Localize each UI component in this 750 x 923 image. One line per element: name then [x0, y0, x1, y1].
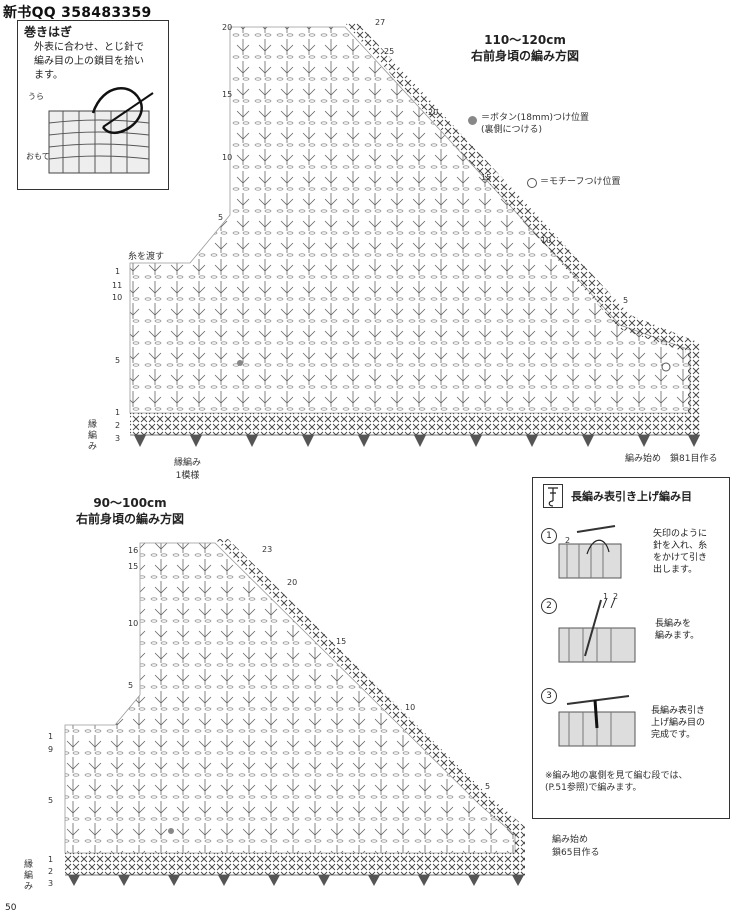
- row-number: 10: [222, 153, 233, 162]
- diagram1-start-label: 編み始め 鎖81目作る: [625, 454, 718, 464]
- row-number: 5: [115, 356, 121, 365]
- step2-illustration: [558, 597, 636, 663]
- row-number: 1: [48, 732, 54, 741]
- pattern-label: 縁編み 1模様: [174, 458, 202, 481]
- row-number: 5: [218, 213, 224, 222]
- diagram2-start-label: 編み始め 鎖65目作る: [552, 835, 600, 858]
- row-number: 11: [112, 281, 123, 290]
- diagram2-name: 右前身頃の編み方図: [75, 512, 184, 526]
- row-number: 15: [128, 562, 139, 571]
- technique-title: 巻きはぎ: [24, 25, 73, 39]
- edge-row: 2: [115, 421, 121, 430]
- step3-illustration: [558, 695, 636, 747]
- edge-label-1: 縁編み: [88, 420, 98, 452]
- button-marker: [237, 360, 243, 366]
- diagram2-title: 90〜100cm 右前身頃の編み方図: [70, 495, 190, 527]
- row-number: 1: [115, 267, 121, 276]
- step1-text: 矢印のように 針を入れ、糸 をかけて引き 出します。: [653, 529, 708, 575]
- row-number: 5: [48, 796, 54, 805]
- motif-marker: [661, 362, 671, 372]
- motif-position-icon: [527, 178, 537, 188]
- diagram2-size: 90〜100cm: [93, 496, 167, 510]
- stitch-note: ※編み地の裏側を見て編む段では、 (P.51参照)で編みます。: [545, 771, 688, 793]
- thread-note: 糸を渡す: [128, 252, 165, 262]
- row-number: 5: [623, 296, 629, 305]
- edge-label-2: 縁編み: [24, 860, 34, 892]
- row-number: 16: [128, 546, 139, 555]
- row-number: 10: [128, 619, 139, 628]
- row-number: 20: [222, 23, 233, 32]
- stitch-title: 長編み表引き上げ編み目: [571, 490, 692, 503]
- label-ura: うら: [28, 92, 44, 101]
- step-number: 1: [541, 528, 557, 544]
- row-number: 15: [481, 173, 492, 182]
- edge-row: 2: [48, 867, 54, 876]
- row-number: 20: [428, 108, 439, 117]
- row-number: 27: [375, 18, 386, 27]
- edge-row: 3: [115, 434, 121, 443]
- button-marker: [168, 828, 174, 834]
- label-omote: おもて: [26, 152, 50, 161]
- row-number: 25: [384, 47, 395, 56]
- technique-description: 外表に合わせ、とじ針で 編み目の上の鎖目を拾い ます。: [34, 42, 144, 81]
- diagram1-name: 右前身頃の編み方図: [470, 49, 579, 63]
- row-number: 10: [405, 703, 416, 712]
- row-number: 9: [48, 745, 54, 754]
- diagram1-chart: [129, 23, 700, 447]
- row-number: 23: [262, 545, 273, 554]
- step2-text: 長編みを 編みます。: [655, 619, 700, 641]
- step-number: 3: [541, 688, 557, 704]
- row-number: 15: [336, 637, 347, 646]
- whip-stitch-illustration: [48, 87, 154, 174]
- diagram1-title: 110〜120cm 右前身頃の編み方図: [470, 32, 580, 64]
- row-number: 10: [112, 293, 123, 302]
- stitch-explanation-box: 長編み表引き上げ編み目 1 2 矢印のように 針を入れ、糸 をかけて引き 出しま…: [532, 477, 730, 819]
- row-number: 5: [485, 782, 491, 791]
- row-number: 5: [128, 681, 134, 690]
- stitch-symbol-icon: [543, 484, 563, 508]
- technique-box: 巻きはぎ 外表に合わせ、とじ針で 編み目の上の鎖目を拾い ます。 うら おもて: [17, 20, 169, 190]
- step2-label-b: 2: [613, 592, 619, 601]
- diagram2-chart: [64, 539, 525, 886]
- step3-text: 長編み表引き 上げ編み目の 完成です。: [651, 706, 706, 740]
- row-number: 10: [541, 236, 552, 245]
- row-number: 20: [287, 578, 298, 587]
- step2-label-a: 1: [603, 592, 609, 601]
- step1-label: 2: [565, 536, 571, 545]
- diagram1-size: 110〜120cm: [484, 33, 566, 47]
- watermark-text: 新书QQ 358483359: [3, 5, 152, 21]
- edge-row: 1: [115, 408, 121, 417]
- button-position-icon: [468, 116, 477, 125]
- legend-button: ＝ボタン(18mm)つけ位置 (裏側につける): [481, 113, 590, 135]
- step-number: 2: [541, 598, 557, 614]
- page-number: 50: [5, 903, 17, 913]
- legend-motif: ＝モチーフつけ位置: [540, 177, 621, 187]
- edge-row: 1: [48, 855, 54, 864]
- step1-illustration: [558, 525, 622, 579]
- row-number: 15: [222, 90, 233, 99]
- edge-row: 3: [48, 879, 54, 888]
